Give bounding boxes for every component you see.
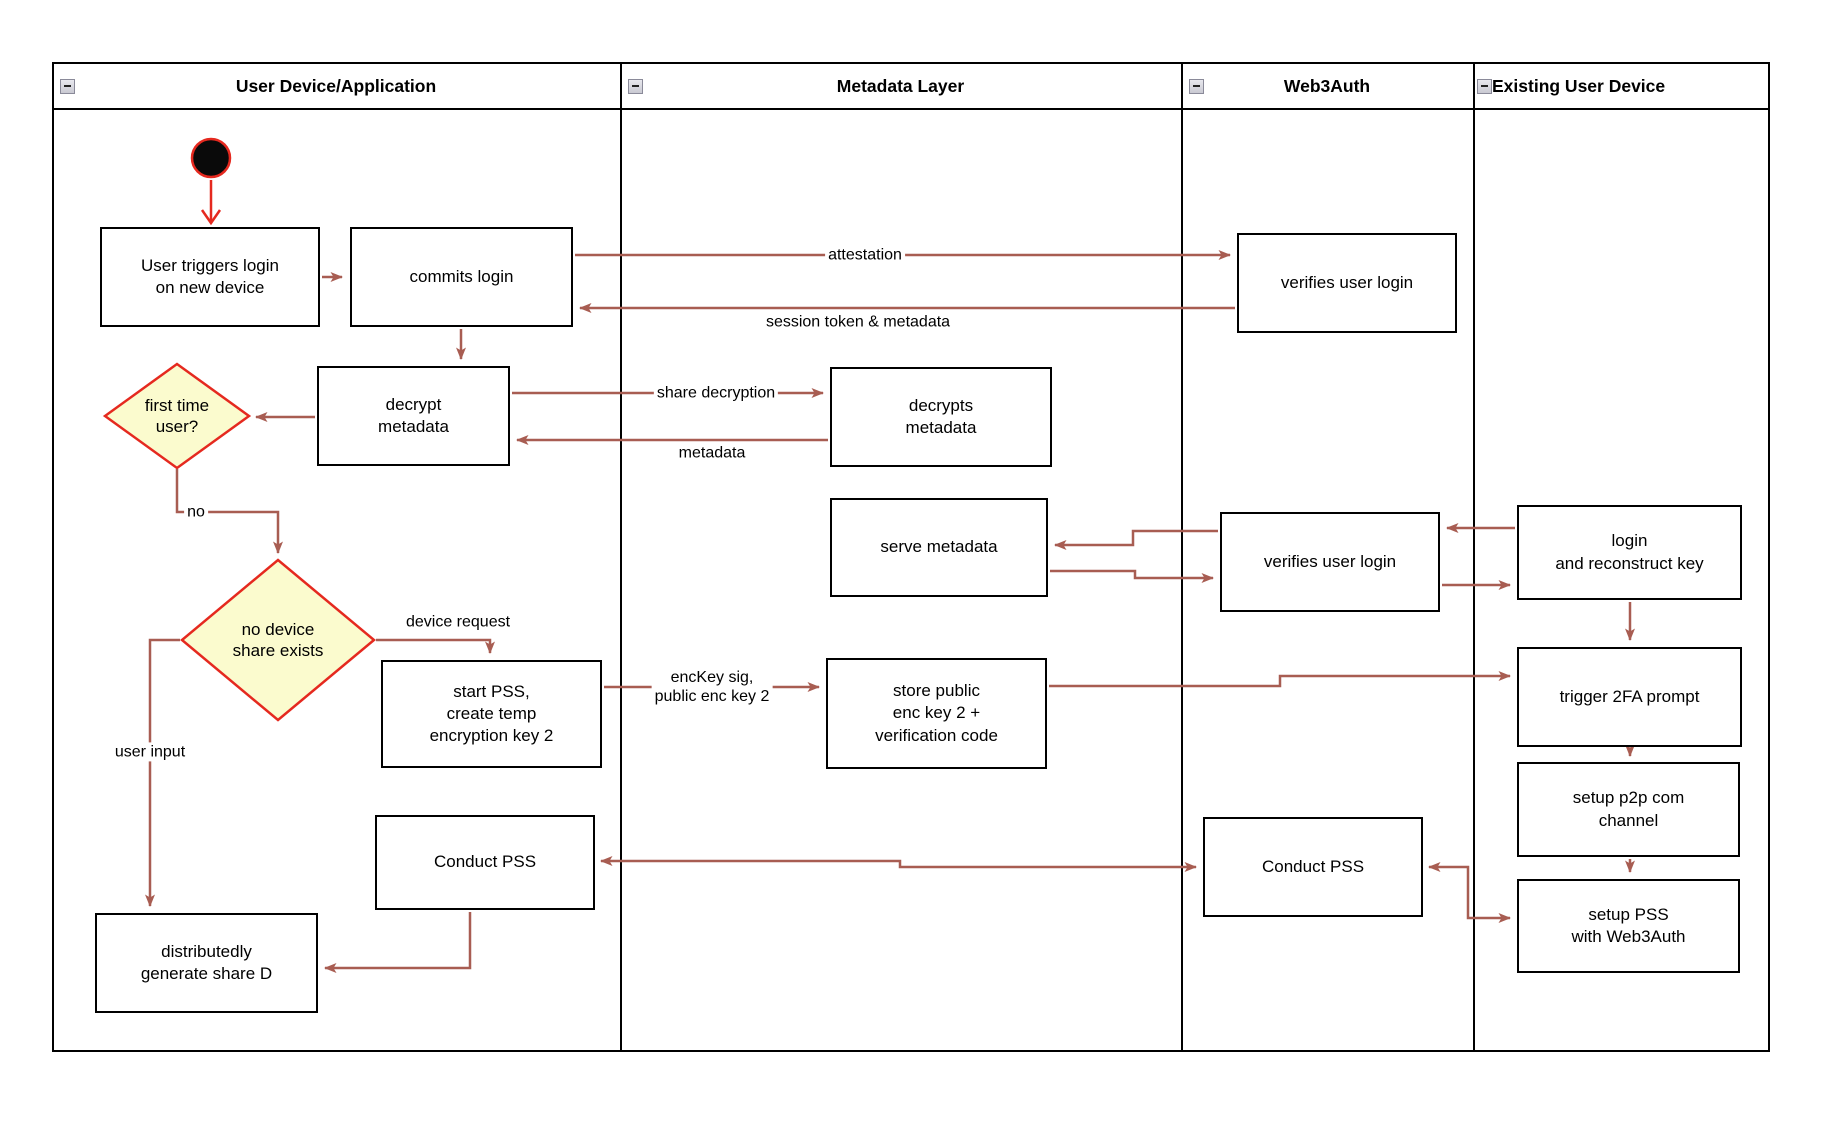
edge-label-share-decryption: share decryption: [653, 383, 779, 403]
header-separator: [52, 108, 1770, 110]
node-decrypt-metadata[interactable]: decrypt metadata: [317, 366, 510, 466]
minus-icon: [1193, 85, 1200, 87]
edge-conduct-setup-pss-link: [1428, 862, 1511, 923]
edge-label-device-request: device request: [405, 613, 511, 631]
node-decrypts-metadata[interactable]: decrypts metadata: [830, 367, 1052, 467]
edge-conduct-pss-link: [600, 856, 1197, 872]
initial-node[interactable]: [190, 137, 232, 179]
lane-divider-2: [1181, 62, 1183, 1052]
edge-device-request: [376, 638, 495, 654]
edge-label-metadata: metadata: [678, 444, 746, 462]
node-conduct-pss-user[interactable]: Conduct PSS: [375, 815, 595, 910]
label-no-device-share: no device share exists: [232, 619, 324, 660]
node-store-public-key[interactable]: store public enc key 2 + verification co…: [826, 658, 1047, 769]
lane-title-web3auth: Web3Auth: [1283, 75, 1371, 96]
node-verifies-user-login-1[interactable]: verifies user login: [1237, 233, 1457, 333]
node-setup-p2p[interactable]: setup p2p com channel: [1517, 762, 1740, 857]
lane-header-web3auth: Web3Auth: [1183, 64, 1471, 108]
node-trigger-2fa[interactable]: trigger 2FA prompt: [1517, 647, 1742, 747]
lane-title-user-device: User Device/Application: [235, 75, 437, 96]
lane-header-metadata-layer: Metadata Layer: [622, 64, 1179, 108]
decision-no-device-share[interactable]: [180, 558, 376, 722]
decision-first-time-user[interactable]: [102, 362, 252, 470]
lane-divider-3: [1473, 62, 1475, 1052]
edge-label-session-token: session token & metadata: [765, 313, 951, 331]
edge-no-branch: [175, 469, 283, 554]
collapse-lane-icon[interactable]: [628, 78, 643, 94]
node-commits-login[interactable]: commits login: [350, 227, 573, 327]
edge-store-to-2fa: [1049, 671, 1511, 688]
minus-icon: [632, 85, 639, 87]
lane-header-user-device: User Device/Application: [54, 64, 618, 108]
edge-label-user-input: user input: [111, 742, 189, 762]
node-verifies-user-login-2[interactable]: verifies user login: [1220, 512, 1440, 612]
lane-title-metadata-layer: Metadata Layer: [836, 75, 965, 96]
node-login-reconstruct-key[interactable]: login and reconstruct key: [1517, 505, 1742, 600]
node-distributedly-generate[interactable]: distributedly generate share D: [95, 913, 318, 1013]
minus-icon: [1481, 85, 1488, 87]
collapse-lane-icon[interactable]: [1189, 78, 1204, 94]
minus-icon: [64, 85, 71, 87]
edge-label-no: no: [184, 502, 208, 522]
lane-title-existing-device: Existing User Device: [1492, 75, 1666, 96]
node-serve-metadata[interactable]: serve metadata: [830, 498, 1048, 597]
start-arrowhead: [200, 209, 222, 226]
label-first-time-user: first time user?: [144, 395, 210, 436]
collapse-lane-icon[interactable]: [60, 78, 75, 94]
lane-header-existing-device: Existing User Device: [1475, 64, 1768, 108]
lane-divider-1: [620, 62, 622, 1052]
edge-label-enckey: encKey sig, public enc key 2: [651, 667, 773, 707]
collapse-lane-icon[interactable]: [1477, 78, 1492, 94]
node-user-triggers-login[interactable]: User triggers login on new device: [100, 227, 320, 327]
edge-label-attestation: attestation: [825, 245, 905, 265]
edge-serve-to-verifies2: [1050, 569, 1214, 583]
node-conduct-pss-web3auth[interactable]: Conduct PSS: [1203, 817, 1423, 917]
edge-conduct-to-distributedly: [324, 912, 472, 973]
edge-user-input: [145, 638, 180, 907]
edge-verifies2-to-serve: [1054, 529, 1218, 550]
node-setup-pss-web3auth[interactable]: setup PSS with Web3Auth: [1517, 879, 1740, 973]
node-start-pss[interactable]: start PSS, create temp encryption key 2: [381, 660, 602, 768]
